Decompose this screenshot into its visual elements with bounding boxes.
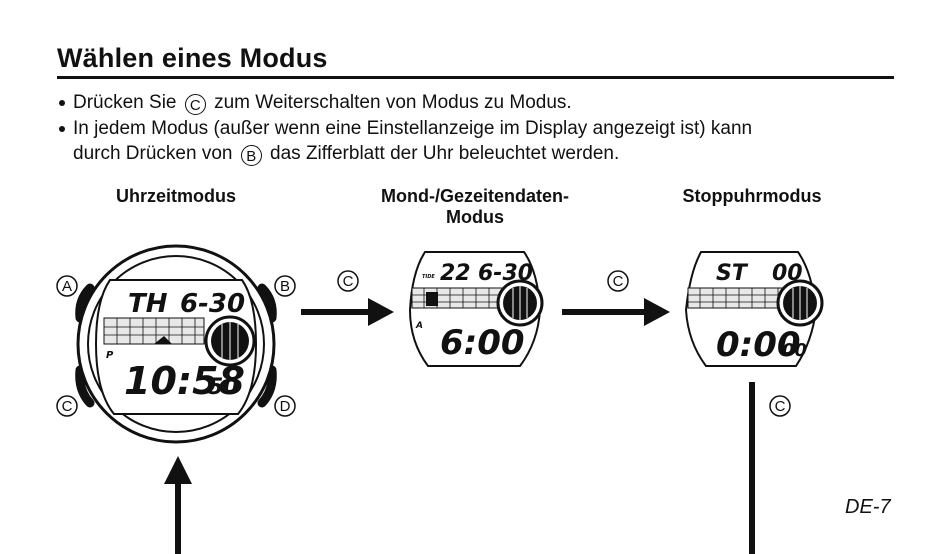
mode-label-stopwatch: Stoppuhrmodus: [682, 186, 822, 206]
arrow-to-stopwatch: C: [562, 270, 670, 326]
lcd-date: 6-30: [478, 261, 533, 286]
watch-button-b: [257, 283, 277, 323]
arrow-label-c: C: [775, 398, 786, 415]
title-underline: [57, 76, 894, 79]
instruction-list: Drücken Sie C zum Weiterschalten von Mod…: [57, 90, 897, 167]
lcd-weekday: TH: [128, 289, 168, 319]
mode-label-timekeeping: Uhrzeitmodus: [115, 186, 236, 206]
bullet-dot: [59, 126, 65, 132]
lcd-seconds: 50: [208, 375, 239, 400]
button-c-symbol: C: [184, 94, 206, 115]
watch-lcd: [94, 279, 258, 415]
lcd-hundredths: 00: [782, 340, 807, 361]
watch-button-c: [75, 365, 95, 408]
lcd-stopwatch-tag: ST: [716, 261, 749, 286]
display-moon-tide: TIDE 22 6-30 A 6:00: [408, 251, 544, 367]
watch-button-d: [257, 365, 277, 408]
arrow-label-c: C: [613, 273, 624, 290]
lcd-tide-tag: TIDE: [422, 274, 435, 280]
arrow-return-line: C: [749, 382, 791, 554]
section-title: Wählen eines Modus: [57, 43, 328, 73]
button-label-c: C: [62, 398, 73, 415]
tide-graph: [687, 287, 787, 309]
button-label-b: B: [280, 278, 290, 295]
arrow-label-c: C: [343, 273, 354, 290]
instruction-text-after: das Zifferblatt der Uhr beleuchtet werde…: [270, 143, 620, 164]
arrow-to-moon-tide: C: [301, 270, 394, 326]
watch-timekeeping: TH 6-30 P 10:58 50 A B C D: [56, 244, 296, 444]
arrow-to-timekeeping: [164, 456, 192, 554]
lcd-am-indicator: A: [415, 321, 423, 331]
tide-graph: [103, 317, 205, 345]
bullet-dot: [59, 100, 65, 106]
button-label-d: D: [280, 398, 291, 415]
button-b-symbol: B: [240, 145, 262, 166]
lcd-pm-indicator: P: [106, 350, 114, 361]
watch-bezel: [87, 255, 265, 433]
watch-button-a: [75, 283, 95, 323]
lcd-date: 6-30: [180, 289, 245, 319]
display-stopwatch: ST 00 0:00 00: [684, 251, 824, 367]
lcd-elapsed-time: 0:00: [716, 325, 801, 365]
lcd-moon-age: 22: [440, 261, 471, 286]
instruction-text-line1: In jedem Modus (außer wenn eine Einstell…: [73, 118, 753, 139]
instruction-text-after: zum Weiterschalten von Modus zu Modus.: [214, 92, 572, 113]
instruction-text-before: Drücken Sie: [73, 92, 177, 113]
lcd-lap: 00: [772, 261, 803, 286]
instruction-item: Drücken Sie C zum Weiterschalten von Mod…: [57, 90, 897, 115]
button-label-a: A: [62, 278, 72, 295]
lcd-time: 10:58: [124, 359, 245, 403]
instruction-item: In jedem Modus (außer wenn eine Einstell…: [57, 116, 897, 166]
mode-label-moon-tide: Mond-/Gezeitendaten- Modus: [345, 186, 605, 228]
lcd-time: 6:00: [440, 323, 525, 363]
mode-label-moon-tide-line2: Modus: [446, 207, 504, 227]
instruction-text-before: durch Drücken von: [73, 143, 233, 164]
mode-label-moon-tide-line1: Mond-/Gezeitendaten-: [381, 186, 569, 206]
page-number: DE-7: [845, 496, 891, 518]
